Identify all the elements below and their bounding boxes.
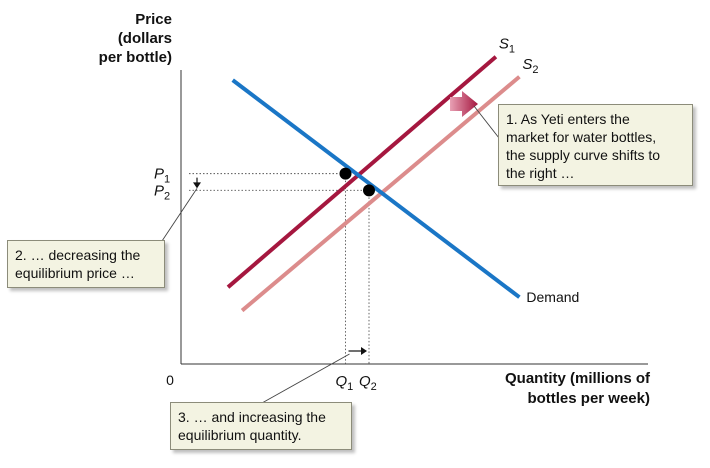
callout-line: 3. … and increasing the	[178, 409, 326, 425]
equilibrium-point	[339, 167, 352, 180]
callout-line: the right …	[506, 165, 575, 181]
callout-line: market for water bottles,	[506, 129, 657, 145]
axes	[180, 70, 648, 365]
callout-line: 2. … decreasing the	[15, 247, 141, 263]
callout-line: the supply curve shifts to	[506, 147, 661, 163]
equilibrium-points	[339, 167, 375, 197]
callout-line: equilibrium quantity.	[178, 427, 302, 443]
callout-pointer	[159, 188, 198, 245]
y-axis-title: Price (dollars per bottle)	[60, 10, 172, 67]
price-tick-label: P1	[154, 166, 170, 186]
origin-label: 0	[166, 372, 174, 388]
quantity-tick-label: Q2	[359, 373, 377, 393]
x-axis-title: Quantity (millions of bottles per week)	[470, 369, 650, 409]
callout-pointer	[473, 105, 500, 139]
equilibrium-point	[363, 184, 375, 197]
price-tick-label: P2	[154, 182, 170, 202]
x-axis-title-line: Quantity (millions of	[505, 370, 650, 387]
callout-quantity-increase: 3. … and increasing the equilibrium quan…	[170, 402, 352, 450]
series-label-demand: Demand	[526, 289, 579, 305]
series-label-s2: S2	[522, 56, 538, 76]
y-axis-title-line: Price	[135, 11, 172, 28]
series-label-s1: S1	[499, 36, 515, 56]
y-axis-title-line: (dollars	[117, 30, 172, 47]
x-axis-title-line: bottles per week)	[527, 390, 650, 407]
price-decrease-arrowhead	[193, 182, 201, 189]
callout-price-decrease: 2. … decreasing the equilibrium price …	[7, 240, 165, 288]
quantity-increase-arrowhead	[361, 347, 367, 355]
annotation-arrows	[159, 91, 500, 404]
series-line-demand	[231, 78, 521, 299]
guide-lines	[189, 173, 370, 364]
callout-pointer	[261, 353, 350, 404]
series-layer	[226, 55, 521, 313]
series-line-s1	[226, 55, 498, 289]
callout-supply-shift: 1. As Yeti enters the market for water b…	[498, 104, 693, 186]
callout-line: 1. As Yeti enters the	[506, 111, 630, 127]
y-axis-title-line: per bottle)	[98, 49, 172, 66]
callout-line: equilibrium price …	[15, 265, 135, 281]
supply-shift-arrow	[450, 91, 478, 117]
quantity-tick-label: Q1	[336, 373, 354, 393]
